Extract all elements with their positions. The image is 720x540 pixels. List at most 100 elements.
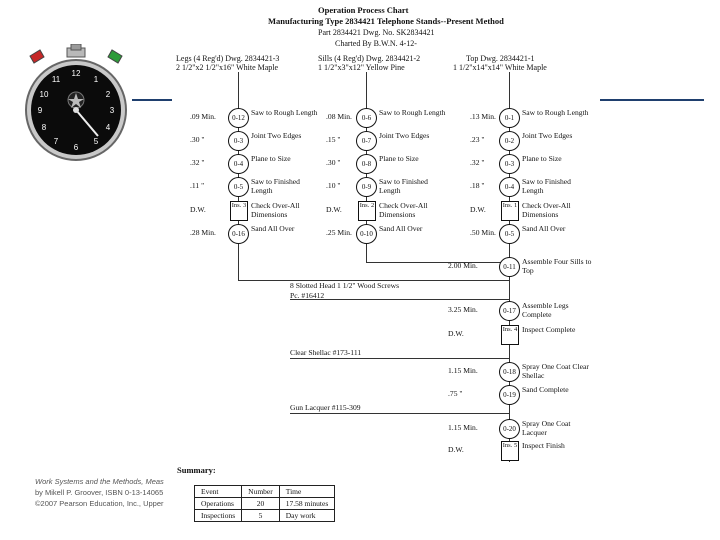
operation-circle: 0-9	[356, 177, 377, 197]
screws-line	[290, 299, 509, 300]
table-row: Inspections 5 Day work	[193, 509, 336, 522]
operation-circle: 0-7	[356, 131, 377, 151]
operation-circle: 0-12	[228, 108, 249, 128]
svg-text:6: 6	[74, 143, 79, 152]
operation-circle: 0-10	[356, 224, 377, 244]
top-material: 1 1/2"x14"x14" White Maple	[453, 63, 547, 72]
svg-text:9: 9	[38, 106, 43, 115]
summary-table: Event Number Time Operations 20 17.58 mi…	[193, 485, 336, 522]
step-label: Plane to Size	[522, 154, 562, 163]
step-label: Assemble Legs Complete	[522, 301, 569, 319]
svg-text:3: 3	[110, 106, 115, 115]
step-label: Saw to Finished Length	[251, 177, 300, 195]
step-time: .10 "	[326, 181, 341, 190]
operation-circle: 0-16	[228, 224, 249, 244]
legs-material: 2 1/2"x2 1/2"x16" White Maple	[176, 63, 279, 72]
step-time: D.W.	[448, 445, 464, 454]
shellac-line	[290, 358, 509, 359]
step-time: .09 Min.	[190, 112, 216, 121]
shellac-label: Clear Shellac #173-111	[290, 348, 362, 357]
chart-title: Operation Process Chart	[318, 5, 409, 15]
summary-header: Time	[278, 485, 336, 498]
step-time: .13 Min.	[470, 112, 496, 121]
step-label: Spray One Coat Clear Shellac	[522, 362, 589, 380]
step-time: 1.15 Min.	[448, 366, 478, 375]
operation-circle: 0-4	[499, 177, 520, 197]
summary-title: Summary:	[177, 465, 216, 475]
operation-circle: 0-1	[499, 108, 520, 128]
step-time: .30 "	[326, 158, 341, 167]
operation-circle: 0-5	[499, 224, 520, 244]
summary-header: Number	[241, 485, 280, 498]
step-label: Inspect Finish	[522, 441, 565, 450]
step-time: .25 Min.	[326, 228, 352, 237]
operation-circle: 0-2	[499, 131, 520, 151]
step-time: .32 "	[190, 158, 205, 167]
step-time: D.W.	[190, 205, 206, 214]
credit-line-3: ©2007 Pearson Education, Inc., Upper	[35, 499, 164, 508]
svg-text:8: 8	[42, 123, 47, 132]
sills-material: 1 1/2"x3"x12" Yellow Pine	[318, 63, 405, 72]
inspection-box: Ins. 2	[358, 201, 376, 221]
step-label: Check Over-All Dimensions	[251, 201, 300, 219]
step-time: .11 "	[190, 181, 205, 190]
source-credit: Work Systems and the Methods, Meas by Mi…	[35, 476, 175, 509]
sills-heading: Sills (4 Reg'd) Dwg. 2834421-2	[318, 54, 421, 63]
step-time: .23 "	[470, 135, 485, 144]
step-time: .75 "	[448, 389, 463, 398]
step-time: 3.25 Min.	[448, 305, 478, 314]
summary-cell: 20	[241, 497, 280, 510]
screws-label: 8 Slotted Head 1 1/2" Wood Screws	[290, 281, 400, 290]
step-time: .28 Min.	[190, 228, 216, 237]
step-label: Saw to Finished Length	[522, 177, 571, 195]
operation-circle: 0-3	[499, 154, 520, 174]
part-number: Part 2834421 Dwg. No. SK2834421	[318, 28, 435, 37]
step-label: Joint Two Edges	[522, 131, 573, 140]
svg-text:11: 11	[52, 75, 61, 84]
accent-line-left	[132, 99, 172, 101]
step-label: Plane to Size	[379, 154, 419, 163]
credit-line-1: Work Systems and the Methods, Meas	[35, 477, 164, 486]
step-label: Sand All Over	[379, 224, 423, 233]
step-label: Saw to Finished Length	[379, 177, 428, 195]
summary-header: Event	[193, 485, 243, 498]
inspection-box: Ins. 3	[230, 201, 248, 221]
step-label: Joint Two Edges	[379, 131, 430, 140]
inspection-box: Ins. 4	[501, 325, 519, 345]
operation-circle: 0-17	[499, 301, 520, 321]
step-time: .32 "	[470, 158, 485, 167]
join-sills-line	[366, 262, 509, 263]
step-time: .08 Min.	[326, 112, 352, 121]
screws-part: Pc. #16412	[290, 291, 325, 300]
svg-text:2: 2	[106, 90, 111, 99]
summary-cell: Operations	[193, 497, 243, 510]
lacquer-label: Gun Lacquer #115-309	[290, 403, 361, 412]
operation-circle: 0-5	[228, 177, 249, 197]
step-time: D.W.	[448, 329, 464, 338]
step-time: D.W.	[326, 205, 342, 214]
top-heading: Top Dwg. 2834421-1	[466, 54, 535, 63]
credit-line-2: by Mikell P. Groover, ISBN 0-13-14065	[35, 488, 164, 497]
step-time: 2.00 Min.	[448, 261, 478, 270]
operation-circle: 0-4	[228, 154, 249, 174]
operation-circle: 0-3	[228, 131, 249, 151]
table-row: Operations 20 17.58 minutes	[193, 497, 336, 510]
step-label: Check Over-All Dimensions	[522, 201, 571, 219]
operation-circle: 0-11	[499, 257, 520, 277]
svg-text:10: 10	[40, 90, 49, 99]
svg-text:1: 1	[94, 75, 99, 84]
step-label: Saw to Rough Length	[522, 108, 589, 117]
operation-circle: 0-19	[499, 385, 520, 405]
operation-circle: 0-6	[356, 108, 377, 128]
accent-line-right	[600, 99, 704, 101]
svg-text:12: 12	[72, 69, 81, 78]
lacquer-line	[290, 413, 509, 414]
svg-text:5: 5	[94, 137, 99, 146]
svg-text:4: 4	[106, 123, 111, 132]
inspection-box: Ins. 5	[501, 441, 519, 461]
summary-cell: Day work	[278, 509, 336, 522]
step-label: Check Over-All Dimensions	[379, 201, 428, 219]
legs-flow-line	[238, 72, 239, 280]
step-label: Sand All Over	[251, 224, 295, 233]
